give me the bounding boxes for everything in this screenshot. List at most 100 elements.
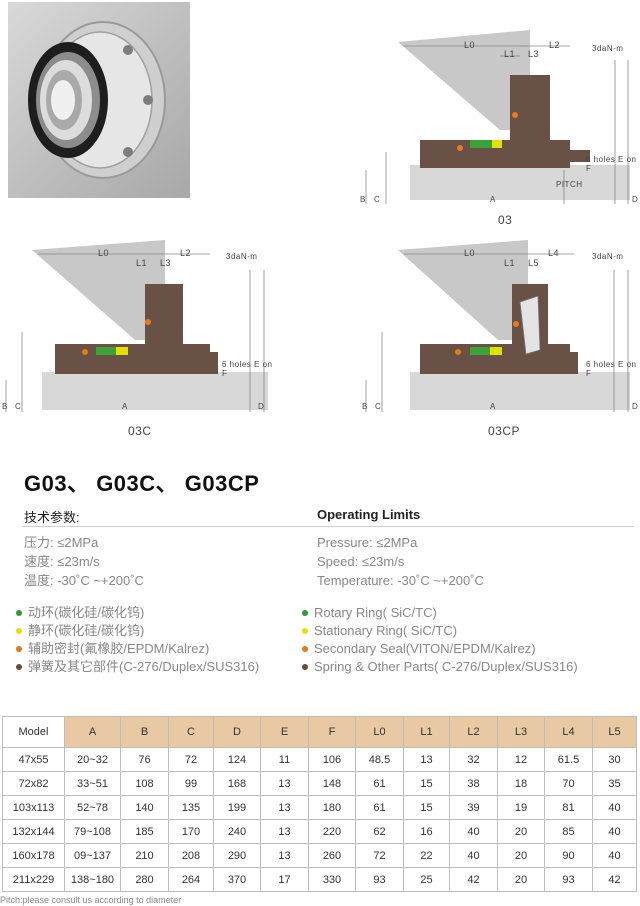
bullet-dot-icon bbox=[16, 663, 22, 670]
bullet-dot-icon bbox=[16, 609, 22, 616]
table-header-cell: E bbox=[260, 716, 309, 748]
table-cell: 72 bbox=[355, 843, 404, 868]
dim-label: D bbox=[632, 402, 639, 411]
material-item: 弹簧及其它部件(C-276/Duplex/SUS316) bbox=[16, 658, 336, 676]
table-cell: 32 bbox=[449, 747, 498, 772]
table-cell: 13 bbox=[403, 747, 450, 772]
table-cell: 70 bbox=[544, 771, 593, 796]
bullet-dot-icon bbox=[302, 645, 308, 652]
table-cell: 180 bbox=[308, 795, 356, 820]
dim-label: L0 bbox=[98, 248, 110, 258]
material-text: Spring & Other Parts( C-276/Duplex/SUS31… bbox=[314, 659, 578, 674]
table-cell: 93 bbox=[355, 867, 404, 892]
spec-line: Speed: ≤23m/s bbox=[317, 554, 405, 569]
table-header-cell: L0 bbox=[355, 716, 404, 748]
table-header-cell: D bbox=[213, 716, 261, 748]
dim-label: C bbox=[15, 402, 22, 411]
table-cell: 25 bbox=[403, 867, 450, 892]
table-cell: 16 bbox=[403, 819, 450, 844]
table-cell: 199 bbox=[213, 795, 261, 820]
material-text: 静环(碳化硅/碳化钨) bbox=[28, 623, 145, 638]
drawing-caption-03c: 03C bbox=[128, 424, 152, 438]
material-item: 辅助密封(氟橡胶/EPDM/Kalrez) bbox=[16, 640, 336, 658]
table-cell: 09~137 bbox=[64, 843, 121, 868]
table-cell: 290 bbox=[213, 843, 261, 868]
table-cell: 48.5 bbox=[355, 747, 404, 772]
table-header-cell: L1 bbox=[403, 716, 450, 748]
dim-label: L2 bbox=[549, 40, 561, 50]
table-cell: 103x113 bbox=[2, 795, 65, 820]
table-cell: 33~51 bbox=[64, 771, 121, 796]
table-cell: 22 bbox=[403, 843, 450, 868]
table-cell: 208 bbox=[168, 843, 214, 868]
table-cell: 39 bbox=[449, 795, 498, 820]
table-cell: 168 bbox=[213, 771, 261, 796]
table-cell: 30 bbox=[592, 747, 637, 772]
model-heading: G03、 G03C、 G03CP bbox=[24, 471, 260, 496]
table-cell: 20 bbox=[497, 867, 545, 892]
spec-line: 速度: ≤23m/s bbox=[24, 554, 100, 569]
bullet-dot-icon bbox=[302, 627, 308, 634]
table-cell: 42 bbox=[449, 867, 498, 892]
table-cell: 18 bbox=[497, 771, 545, 796]
table-cell: 330 bbox=[308, 867, 356, 892]
table-cell: 40 bbox=[592, 795, 637, 820]
material-text: 辅助密封(氟橡胶/EPDM/Kalrez) bbox=[28, 641, 210, 656]
table-cell: 13 bbox=[260, 819, 309, 844]
drawing-03c: L0 L1 L2 L3 3daN-m 6 holes E on F B C A … bbox=[0, 232, 280, 422]
dim-label: L1 bbox=[136, 258, 148, 268]
table-cell: 35 bbox=[592, 771, 637, 796]
material-text: 动环(碳化硅/碳化钨) bbox=[28, 605, 145, 620]
dim-label: L3 bbox=[528, 49, 540, 59]
bullet-dot-icon bbox=[16, 645, 22, 652]
dim-label: L0 bbox=[464, 40, 476, 50]
drawing-caption-03cp: 03CP bbox=[488, 424, 521, 438]
table-cell: 20 bbox=[497, 819, 545, 844]
dim-label: A bbox=[490, 195, 496, 204]
table-cell: 61 bbox=[355, 771, 404, 796]
table-cell: 42 bbox=[592, 867, 637, 892]
material-item: Spring & Other Parts( C-276/Duplex/SUS31… bbox=[302, 658, 622, 676]
table-cell: 20~32 bbox=[64, 747, 121, 772]
dim-label: C bbox=[374, 195, 381, 204]
table-cell: 15 bbox=[403, 795, 450, 820]
dim-label: L0 bbox=[464, 248, 476, 258]
table-header-cell: B bbox=[120, 716, 169, 748]
table-cell: 106 bbox=[308, 747, 356, 772]
table-cell: 20 bbox=[497, 843, 545, 868]
table-cell: 13 bbox=[260, 843, 309, 868]
product-photo bbox=[8, 2, 190, 198]
dim-label: L2 bbox=[180, 248, 192, 258]
drawing-caption-03: 03 bbox=[498, 213, 513, 227]
table-header-cell: C bbox=[168, 716, 214, 748]
table-header-cell: L3 bbox=[497, 716, 545, 748]
material-item: Secondary Seal(VITON/EPDM/Kalrez) bbox=[302, 640, 622, 658]
table-cell: 61.5 bbox=[544, 747, 593, 772]
table-cell: 61 bbox=[355, 795, 404, 820]
dim-label: 3daN-m bbox=[226, 252, 258, 261]
dim-label: L3 bbox=[160, 258, 172, 268]
dim-label: 3daN-m bbox=[592, 44, 624, 53]
table-header-cell: L4 bbox=[544, 716, 593, 748]
drawing-03: L0 L1 L2 L3 3daN-m PITCH 6 holes E on F … bbox=[360, 20, 640, 210]
table-cell: 13 bbox=[260, 771, 309, 796]
table-cell: 148 bbox=[308, 771, 356, 796]
table-cell: 99 bbox=[168, 771, 214, 796]
table-cell: 210 bbox=[120, 843, 169, 868]
material-item: Rotary Ring( SiC/TC) bbox=[302, 604, 622, 622]
table-cell: 40 bbox=[449, 843, 498, 868]
table-cell: 81 bbox=[544, 795, 593, 820]
table-header-cell: A bbox=[64, 716, 121, 748]
specs-cn-title: 技术参数: bbox=[24, 510, 80, 525]
table-cell: 264 bbox=[168, 867, 214, 892]
dim-label: PITCH bbox=[556, 180, 583, 189]
table-cell: 47x55 bbox=[2, 747, 65, 772]
table-cell: 170 bbox=[168, 819, 214, 844]
table-cell: 15 bbox=[403, 771, 450, 796]
material-text: Stationary Ring( SiC/TC) bbox=[314, 623, 458, 638]
